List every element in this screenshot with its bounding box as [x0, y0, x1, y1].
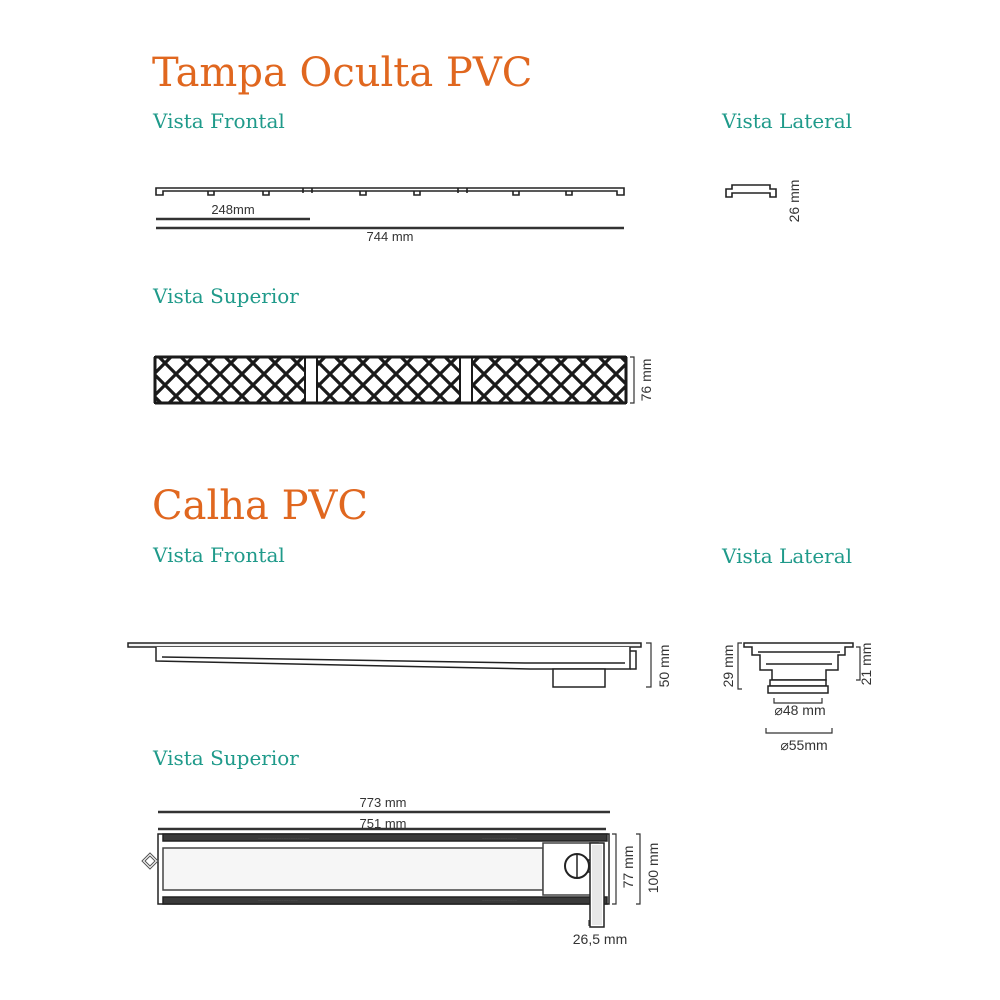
svg-text:~~~~~~~~~~~~~~~: ~~~~~~~~~~~~~~~: [482, 898, 518, 903]
dim-lateral-left: 29 mm: [720, 645, 736, 688]
tampa-frontal-profile: [155, 187, 625, 196]
dim-section-label: 248mm: [211, 202, 254, 217]
dim-100: 100 mm: [645, 843, 661, 894]
dim-diameter-55: ⌀55mm: [780, 737, 827, 753]
dim-77: 77 mm: [620, 846, 636, 889]
calha-superior-label: Vista Superior: [153, 746, 299, 770]
calha-frontal-label: Vista Frontal: [153, 543, 285, 567]
calha-lateral-label: Vista Lateral: [722, 544, 853, 568]
dim-lateral-right: 21 mm: [858, 643, 874, 686]
calha-outlet: [589, 842, 605, 928]
calha-title: Calha PVC: [152, 483, 368, 529]
calha-frontal-dim: 50 mm: [646, 642, 672, 688]
dim-inner-length: 751 mm: [360, 816, 407, 831]
dim-outer-length: 773 mm: [360, 795, 407, 810]
dim-calha-height: 50 mm: [656, 645, 672, 688]
tampa-superior-grate: [153, 355, 628, 405]
tampa-lateral-profile: [725, 184, 777, 198]
calha-frontal-profile: [127, 642, 642, 688]
dim-tampa-width: 76 mm: [638, 359, 654, 402]
calha-superior-body: [141, 833, 610, 905]
tampa-superior-label: Vista Superior: [153, 284, 299, 308]
tampa-title: Tampa Oculta PVC: [152, 50, 533, 96]
dim-total-label: 744 mm: [367, 229, 414, 244]
tampa-superior-dim: 76 mm: [630, 356, 654, 404]
dim-tampa-height: 26 mm: [786, 180, 802, 223]
calha-superior-markings: ~~~~~~~~~~~~~~~~~~~~~~ ~~~~~~~~~~~~~~~ ~…: [258, 836, 518, 903]
calha-superior-dims-top: 773 mm 751 mm: [158, 795, 610, 831]
svg-text:~~~~~~~~~~~~~~~~~: ~~~~~~~~~~~~~~~~~: [258, 898, 298, 903]
dim-diameter-48: ⌀48 mm: [774, 702, 825, 718]
calha-lateral-profile: [743, 642, 854, 694]
svg-text:~~~~~~~~~~~~~~~~~~~~~~: ~~~~~~~~~~~~~~~~~~~~~~: [258, 836, 310, 841]
calha-lateral-dims: [737, 642, 861, 734]
dim-outlet: 26,5 mm: [573, 931, 627, 947]
tampa-lateral-label: Vista Lateral: [722, 109, 853, 133]
tampa-frontal-dims: 248mm 744 mm: [156, 202, 624, 244]
svg-text:~~~~~~~~~~~~~~~: ~~~~~~~~~~~~~~~: [482, 836, 518, 841]
tampa-frontal-label: Vista Frontal: [153, 109, 285, 133]
calha-superior-dims-side: [588, 833, 641, 926]
